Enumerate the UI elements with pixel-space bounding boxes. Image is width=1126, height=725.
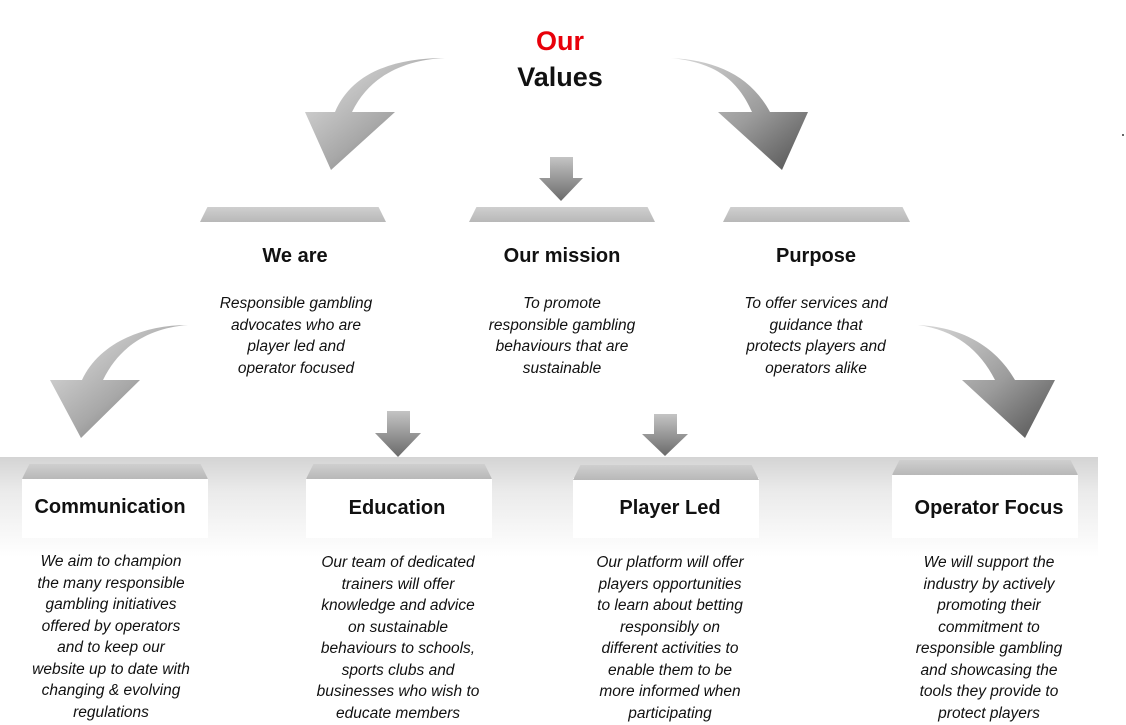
curved-arrow-top-left-icon — [305, 58, 445, 170]
top-bar-mission — [469, 207, 655, 222]
bottom-bar-communication — [22, 464, 208, 479]
curved-arrow-top-right-icon — [670, 58, 808, 170]
text-we-are: Responsible gambling advocates who are p… — [219, 295, 373, 377]
heading-communication: Communication — [34, 496, 186, 518]
top-bar-we-are — [200, 207, 386, 222]
heading-education: Education — [348, 497, 446, 519]
heading-our-mission: Our mission — [503, 245, 621, 267]
top-bar-purpose — [723, 207, 910, 222]
bottom-bar-player-led — [573, 465, 759, 480]
curved-arrow-mid-right-icon — [918, 325, 1055, 438]
panel-player-led — [573, 478, 759, 538]
text-purpose: To offer services and guidance that prot… — [744, 295, 888, 377]
curved-arrow-mid-left-icon — [50, 325, 188, 438]
down-arrow-mission-icon — [539, 157, 583, 201]
heading-player-led: Player Led — [619, 497, 721, 519]
text-player-led: Our platform will offer players opportun… — [596, 554, 744, 722]
panel-operator-focus — [892, 474, 1078, 538]
text-communication: We aim to champion the many responsible … — [32, 553, 190, 721]
heading-we-are: We are — [262, 245, 328, 267]
panel-communication — [22, 478, 208, 538]
bottom-bar-education — [306, 464, 492, 479]
text-our-mission: To promote responsible gambling behaviou… — [488, 295, 636, 377]
text-operator-focus: We will support the industry by actively… — [915, 554, 1063, 722]
title-accent: Our — [535, 26, 584, 56]
title-main: Values — [517, 62, 603, 92]
down-arrow-player-led-icon — [642, 414, 688, 456]
bottom-bar-operator-focus — [892, 460, 1078, 475]
heading-purpose: Purpose — [775, 245, 857, 267]
down-arrow-education-icon — [375, 411, 421, 457]
text-education: Our team of dedicated trainers will offe… — [316, 554, 480, 722]
panel-education — [306, 478, 492, 538]
edge-dot — [1122, 134, 1124, 136]
heading-operator-focus: Operator Focus — [914, 497, 1064, 519]
